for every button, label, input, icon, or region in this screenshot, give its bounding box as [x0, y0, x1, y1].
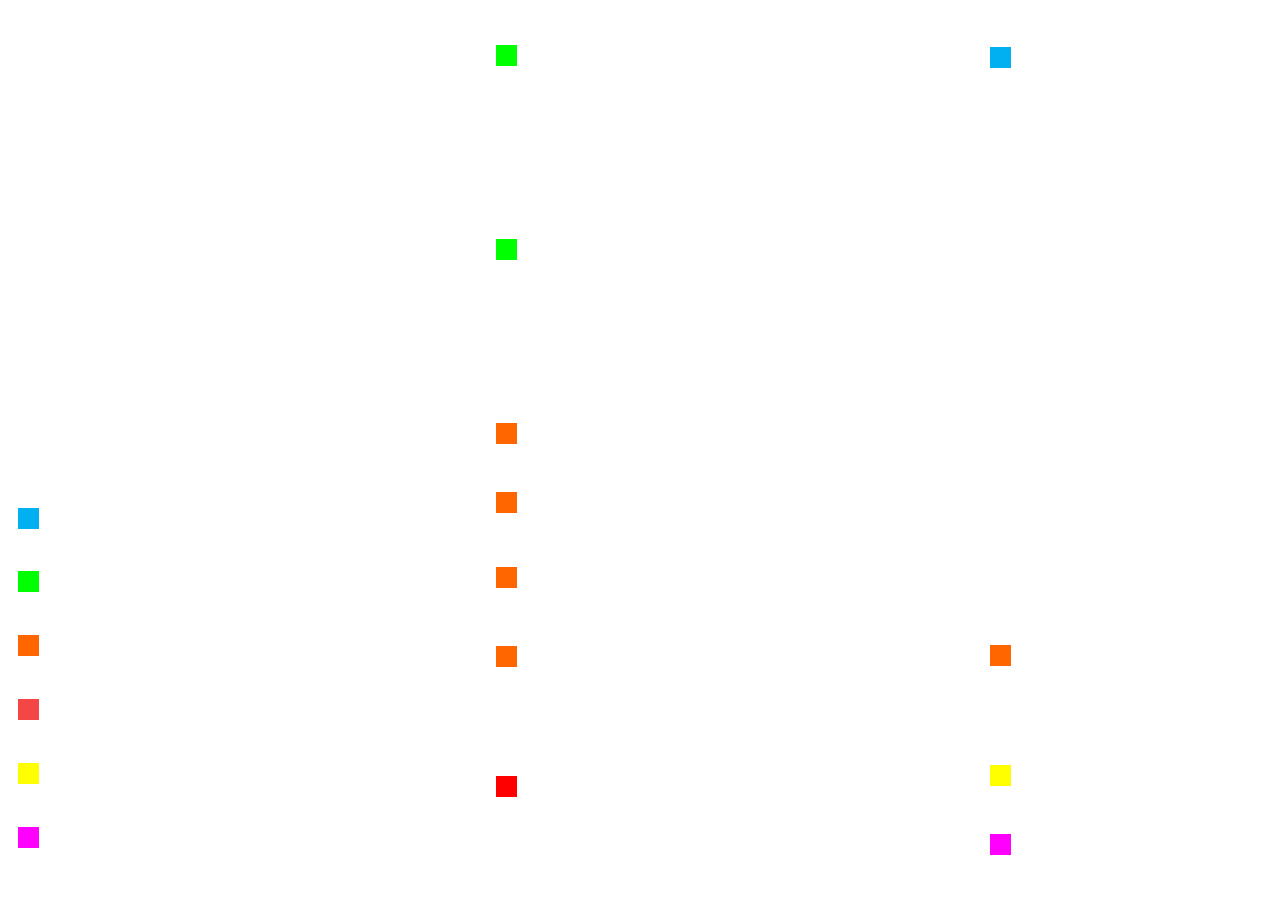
marker-magenta: [990, 834, 1011, 855]
marker-orange: [18, 635, 39, 656]
marker-orange: [496, 423, 517, 444]
marker-yellow: [990, 765, 1011, 786]
marker-cyan: [18, 508, 39, 529]
marker-green: [496, 239, 517, 260]
marker-orange: [496, 492, 517, 513]
marker-red: [496, 776, 517, 797]
marker-yellow: [18, 763, 39, 784]
marker-coral: [18, 699, 39, 720]
marker-orange: [496, 646, 517, 667]
marker-orange: [496, 567, 517, 588]
marker-cyan: [990, 47, 1011, 68]
marker-green: [18, 571, 39, 592]
marker-green: [496, 45, 517, 66]
marker-magenta: [18, 827, 39, 848]
marker-orange: [990, 645, 1011, 666]
